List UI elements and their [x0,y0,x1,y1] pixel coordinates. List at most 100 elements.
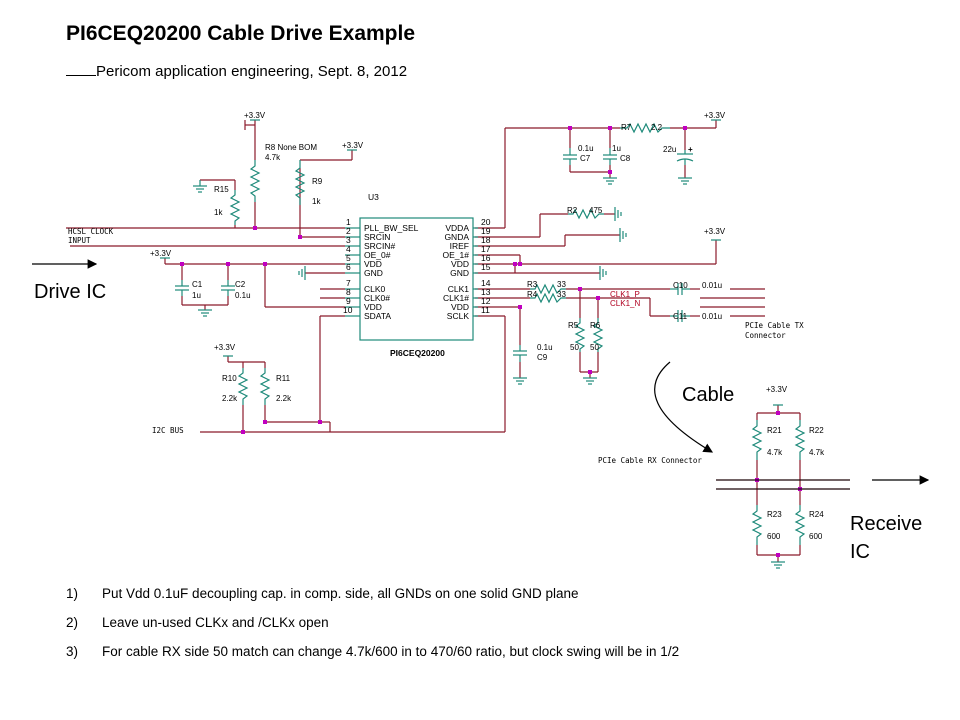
c1-label: C1 [192,280,203,289]
chip-pin-name: OE_0# [364,250,391,260]
c8-value: 1u [612,144,621,153]
r10-resistor [237,368,249,405]
r11-value: 2.2k [276,394,292,403]
c2-label: C2 [235,280,246,289]
c11-capacitor [670,310,690,322]
r23-resistor [751,505,763,545]
r5-resistor [574,318,586,352]
power-label: +3.3V [214,343,236,352]
r10-label: R10 [222,374,237,383]
receive-ic-label-line1: Receive [850,513,923,535]
r24-value: 600 [809,532,823,541]
chip-pin-name: SCLK [447,311,470,321]
components [160,119,806,569]
ground-symbol-pin15 [599,266,607,280]
r15-value: 1k [214,208,223,217]
bulk-capacitor [676,150,694,165]
r11-label: R11 [276,374,291,383]
ground-symbol-bulk [678,177,692,185]
bulk-cap-polarity: + [688,145,693,154]
drive-ic-label: Drive IC [34,281,107,303]
r21-label: R21 [767,426,782,435]
r22-label: R22 [809,426,824,435]
r8-resistor [249,160,261,202]
r2-value: 475 [589,206,603,215]
tx-connector-label-line2: Connector [745,331,786,340]
r2-label: R2 [567,206,578,215]
chip-pin-number: 5 [346,253,351,263]
ground-symbol-rx [771,561,785,569]
subtitle-underline [66,63,96,76]
cable-arrow [654,361,714,453]
r9-label: R9 [312,177,323,186]
chip-pin-number: 17 [481,244,491,254]
chip-pin-name: CLK1 [448,284,470,294]
chip-pin-name: SRCIN [364,232,390,242]
chip-pin-name: PLL_BW_SEL [364,223,419,233]
c7-capacitor [563,148,577,165]
c1-capacitor [175,280,189,296]
chip-pin-number: 6 [346,262,351,272]
chip-pin-number: 13 [481,287,491,297]
c11-value: 0.01u [702,312,722,321]
r24-resistor [794,505,806,545]
chip-pin-name: CLK1# [443,293,469,303]
r6-label: R6 [590,321,601,330]
chip-pin-number: 16 [481,253,491,263]
c9-capacitor [513,345,527,362]
r7-value: 2.2 [651,123,663,132]
chip-pin-number: 19 [481,226,491,236]
power-label: +3.3V [342,141,364,150]
c9-label: C9 [537,353,548,362]
r5-value: 50 [570,343,579,352]
c10-value: 0.01u [702,281,722,290]
ground-symbol-r5r6 [583,377,597,385]
clk1-p-label: CLK1_P [610,290,640,299]
r9-resistor [294,160,306,205]
chip-pin-number: 18 [481,235,491,245]
chip-pin-number: 1 [346,217,351,227]
c9-value: 0.1u [537,343,553,352]
chip-ref: U3 [368,192,379,202]
schematic-labels: U3 PI6CEQ20200 PLL_BW_SEL SRCIN SRCIN# O… [68,111,825,541]
r3-value: 33 [557,280,566,289]
r5-label: R5 [568,321,579,330]
chip-name: PI6CEQ20200 [390,348,445,358]
chip-pin-name: VDDA [445,223,469,233]
ground-symbol-r15 [193,180,207,193]
r8-label: R8 None BOM [265,143,317,152]
note-number: 2) [66,615,79,630]
r6-resistor [592,318,604,352]
r4-value: 33 [557,290,566,299]
note-text: For cable RX side 50 match can change 4.… [102,644,680,659]
hcsl-input-label: INPUT [68,236,91,245]
note-text: Put Vdd 0.1uF decoupling cap. in comp. s… [102,586,579,601]
r2-resistor [568,208,604,220]
chip-pin-number: 11 [481,305,490,315]
c2-value: 0.1u [235,291,251,300]
r22-value: 4.7k [809,448,825,457]
chip-pin-name: CLK0 [364,284,386,294]
r23-label: R23 [767,510,782,519]
chip-pin-number: 20 [481,217,491,227]
junction-dots [180,126,802,557]
chip-pin-number: 3 [346,235,351,245]
r24-label: R24 [809,510,824,519]
chip-pin-name: GNDA [444,232,469,242]
power-label: +3.3V [704,227,726,236]
r6-value: 50 [590,343,599,352]
r22-resistor [794,420,806,460]
r7-label: R7 [621,123,632,132]
chip-pin-name: VDD [364,259,382,269]
c11-label: C11 [673,312,688,321]
r11-resistor [259,368,271,405]
r8-value: 4.7k [265,153,281,162]
receive-ic-label-line2: IC [850,541,870,563]
c8-capacitor [603,148,617,165]
r21-value: 4.7k [767,448,783,457]
note-number: 3) [66,644,79,659]
r3-resistor [530,283,566,295]
cable-label: Cable [682,384,735,406]
chip-pin-name: CLK0# [364,293,390,303]
chip-pin-number: 4 [346,244,351,254]
